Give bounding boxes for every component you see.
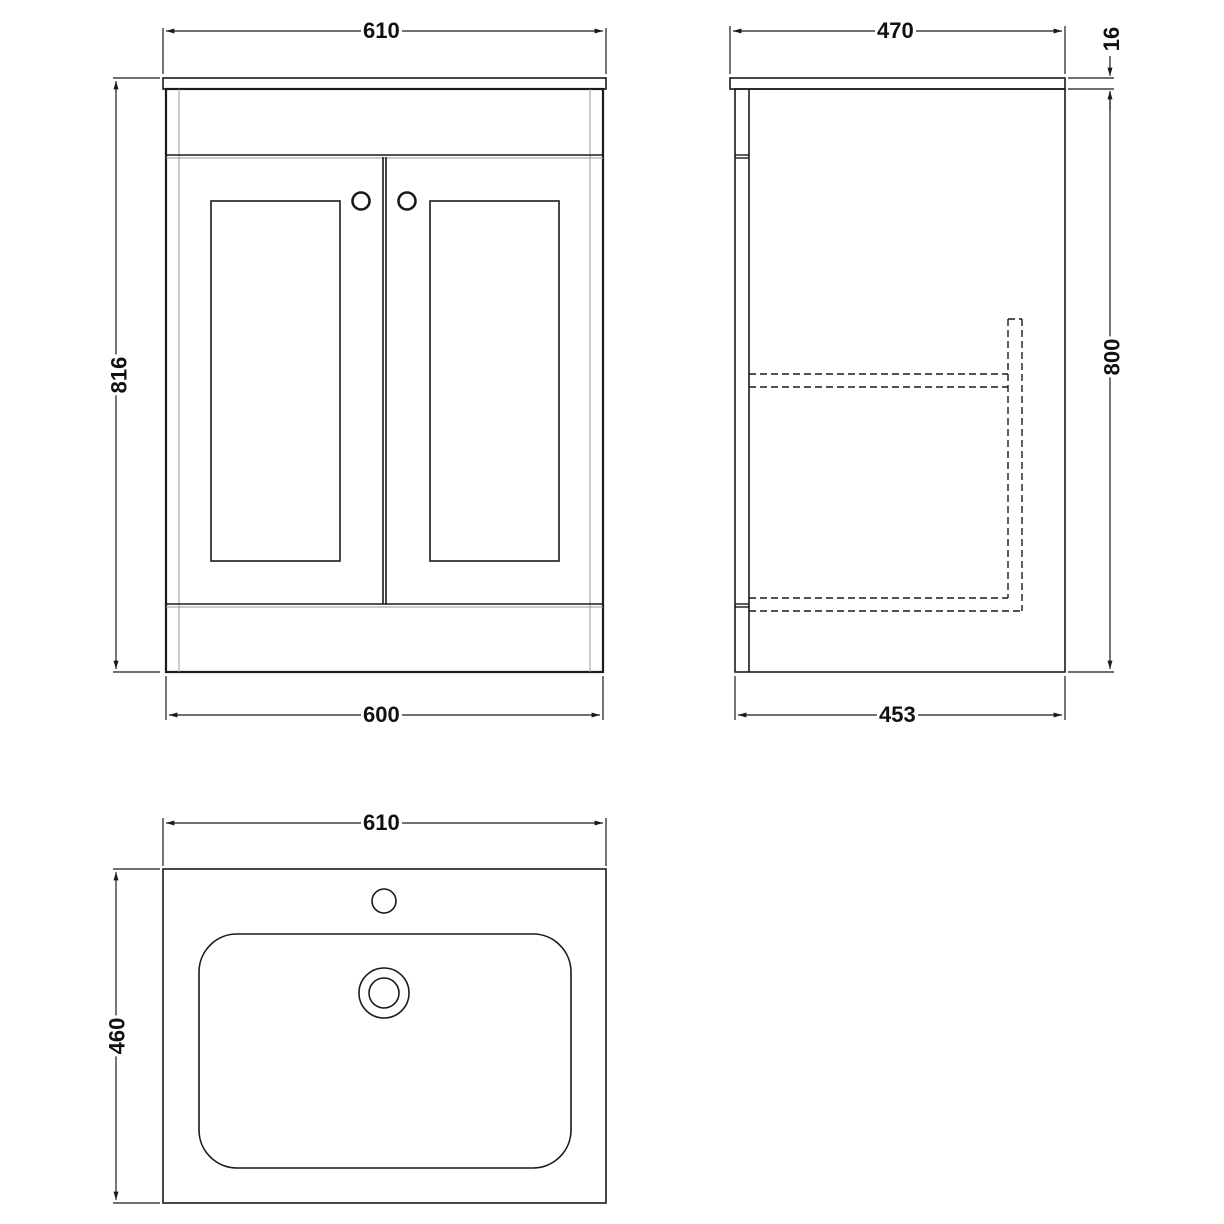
label-basin-depth: 460 bbox=[104, 1015, 130, 1057]
tap-hole bbox=[371, 888, 397, 914]
label-basin-width: 610 bbox=[361, 810, 402, 835]
waste-outer bbox=[358, 967, 410, 1019]
worktop-front bbox=[162, 77, 607, 90]
cabinet-body-side bbox=[734, 88, 1066, 673]
front-view bbox=[113, 28, 607, 720]
hidden-shelf-lines bbox=[749, 318, 1023, 612]
label-side-top-thickness: 16 bbox=[1099, 24, 1125, 54]
door-panel-right bbox=[429, 200, 560, 562]
label-front-body-width: 600 bbox=[361, 702, 402, 727]
label-front-height: 816 bbox=[106, 354, 132, 396]
basin-bowl bbox=[198, 933, 572, 1169]
cabinet-body-front bbox=[164, 87, 605, 674]
label-side-top-depth: 470 bbox=[875, 18, 916, 43]
door-panel-left bbox=[210, 200, 341, 562]
door-handle-left bbox=[351, 191, 371, 211]
worktop-side bbox=[729, 77, 1066, 90]
side-view bbox=[729, 26, 1114, 720]
basin-plan-view bbox=[113, 818, 607, 1204]
label-front-top-width: 610 bbox=[361, 18, 402, 43]
waste-inner bbox=[368, 977, 400, 1009]
door-handle-right bbox=[397, 191, 417, 211]
label-side-height: 800 bbox=[1099, 336, 1125, 378]
label-side-body-depth: 453 bbox=[877, 702, 918, 727]
basin-outline bbox=[162, 868, 607, 1204]
